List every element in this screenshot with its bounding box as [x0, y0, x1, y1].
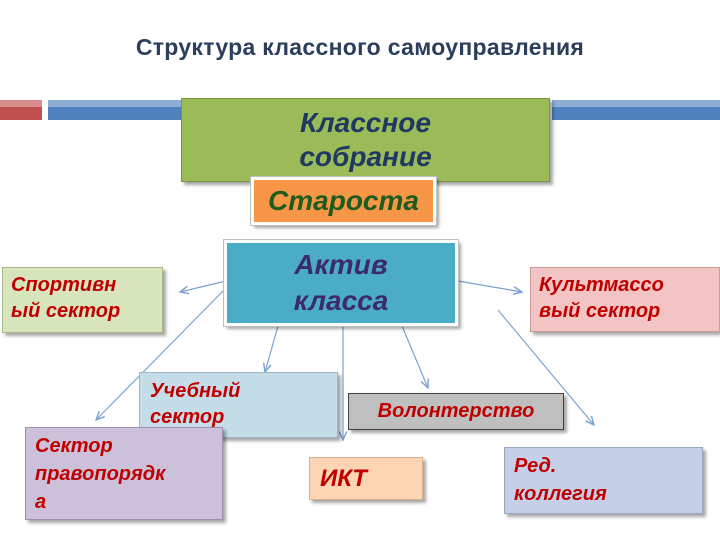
- header-bar-blue-right: [552, 100, 720, 120]
- node-ikt: ИКТ: [309, 457, 423, 500]
- node-sport-sector: Спортивн ый сектор: [2, 267, 163, 333]
- node-kult-sector: Культмассо вый сектор: [530, 267, 720, 332]
- node-volont-label: Волонтерство: [377, 400, 535, 422]
- arrow-to-red: [497, 309, 594, 425]
- node-ucheb-sector: Учебный сектор: [139, 372, 338, 438]
- node-kult-label: Культмассо вый сектор: [539, 274, 664, 322]
- node-starosta: Староста: [250, 176, 437, 226]
- arrow-to-sport: [180, 280, 227, 292]
- node-klassnoe-label: Классное собрание: [299, 107, 432, 172]
- node-ikt-label: ИКТ: [320, 465, 367, 492]
- header-bar-red: [0, 100, 42, 120]
- node-volonterstvo: Волонтерство: [348, 393, 564, 430]
- page-title: Структура классного самоуправления: [135, 34, 585, 60]
- node-pravo-sector: Сектор правопорядк а: [25, 427, 223, 520]
- arrow-to-kult: [457, 280, 522, 292]
- node-aktiv-label: Актив класса: [293, 249, 389, 316]
- node-sport-label: Спортивн ый сектор: [11, 274, 121, 322]
- arrow-to-ucheb: [265, 325, 279, 372]
- node-red-kollegiya: Ред. коллегия: [504, 447, 703, 514]
- node-klassnoe-sobranie: Классное собрание: [181, 98, 550, 182]
- node-aktiv-klassa: Актив класса: [223, 239, 459, 327]
- node-starosta-label: Староста: [268, 185, 419, 216]
- header-bar-blue-left: [48, 100, 182, 120]
- node-pravo-label: Сектор правопорядк а: [35, 435, 166, 513]
- arrow-to-volont: [401, 325, 428, 388]
- node-red-label: Ред. коллегия: [514, 455, 607, 505]
- arrow-to-pravo: [96, 289, 225, 420]
- node-ucheb-label: Учебный сектор: [150, 380, 241, 428]
